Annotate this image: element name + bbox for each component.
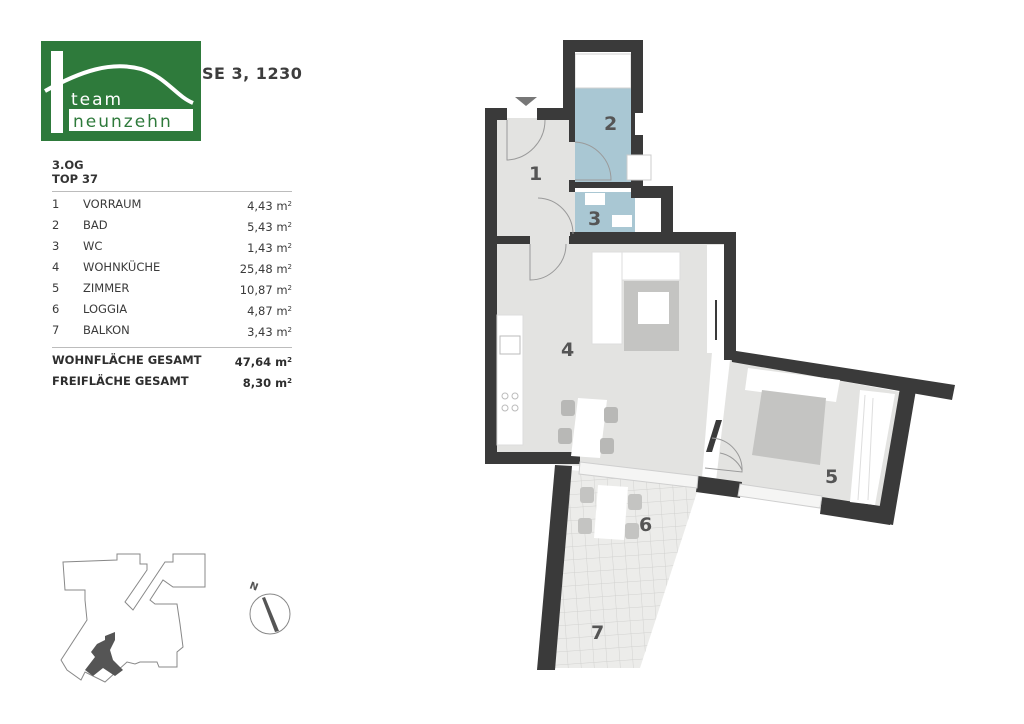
team-neunzehn-logo: team neunzehn	[41, 41, 201, 141]
bed-headboard	[745, 368, 840, 402]
room-label-4: 4	[561, 339, 575, 361]
north-label: N	[248, 581, 260, 594]
room-label-5: 5	[825, 466, 839, 488]
kitchen-counter	[496, 314, 524, 446]
chair	[600, 438, 614, 454]
divider	[52, 347, 292, 348]
svg-text:team: team	[71, 90, 123, 110]
balcony-table	[594, 485, 628, 540]
svg-text:neunzehn: neunzehn	[73, 112, 173, 132]
sink-icon	[499, 335, 521, 355]
room-label-2: 2	[604, 113, 618, 135]
bed	[752, 390, 826, 465]
tv-icon	[715, 300, 717, 340]
logo-graphic: team neunzehn	[41, 41, 201, 141]
chair	[628, 494, 642, 510]
sofa-side	[591, 251, 623, 345]
chair	[580, 487, 594, 503]
bathtub	[574, 53, 632, 89]
site-map	[60, 553, 206, 683]
coffee-table	[638, 292, 669, 324]
chair	[578, 518, 592, 534]
closet	[850, 390, 895, 505]
stove-icon	[501, 392, 509, 400]
divider	[52, 191, 292, 192]
room-label-1: 1	[529, 163, 543, 185]
room-label-3: 3	[588, 208, 602, 230]
room-label-7: 7	[591, 622, 605, 644]
wardrobe	[707, 245, 724, 353]
room-vorraum-floor	[497, 118, 575, 248]
wc-toilet	[612, 215, 632, 227]
room-bad-floor	[575, 88, 631, 186]
door-swings	[506, 119, 743, 473]
unit-number: TOP 37	[52, 172, 99, 186]
chair	[604, 407, 618, 423]
floor-label: 3.OG	[52, 158, 84, 172]
wc-basin	[585, 193, 605, 205]
unit-highlight	[85, 632, 123, 676]
chair	[558, 428, 572, 444]
entrance-marker-icon	[515, 97, 537, 106]
chair	[625, 523, 639, 539]
washbasin	[635, 113, 657, 135]
dining-table	[571, 398, 607, 458]
address-heading: SE 3, 1230	[202, 64, 303, 83]
chair	[561, 400, 575, 416]
toilet	[626, 154, 652, 181]
window-sill	[578, 461, 699, 489]
building-outline	[60, 553, 206, 683]
window-sill	[737, 483, 823, 509]
compass-icon: N	[248, 581, 291, 635]
room-label-6: 6	[639, 514, 653, 536]
